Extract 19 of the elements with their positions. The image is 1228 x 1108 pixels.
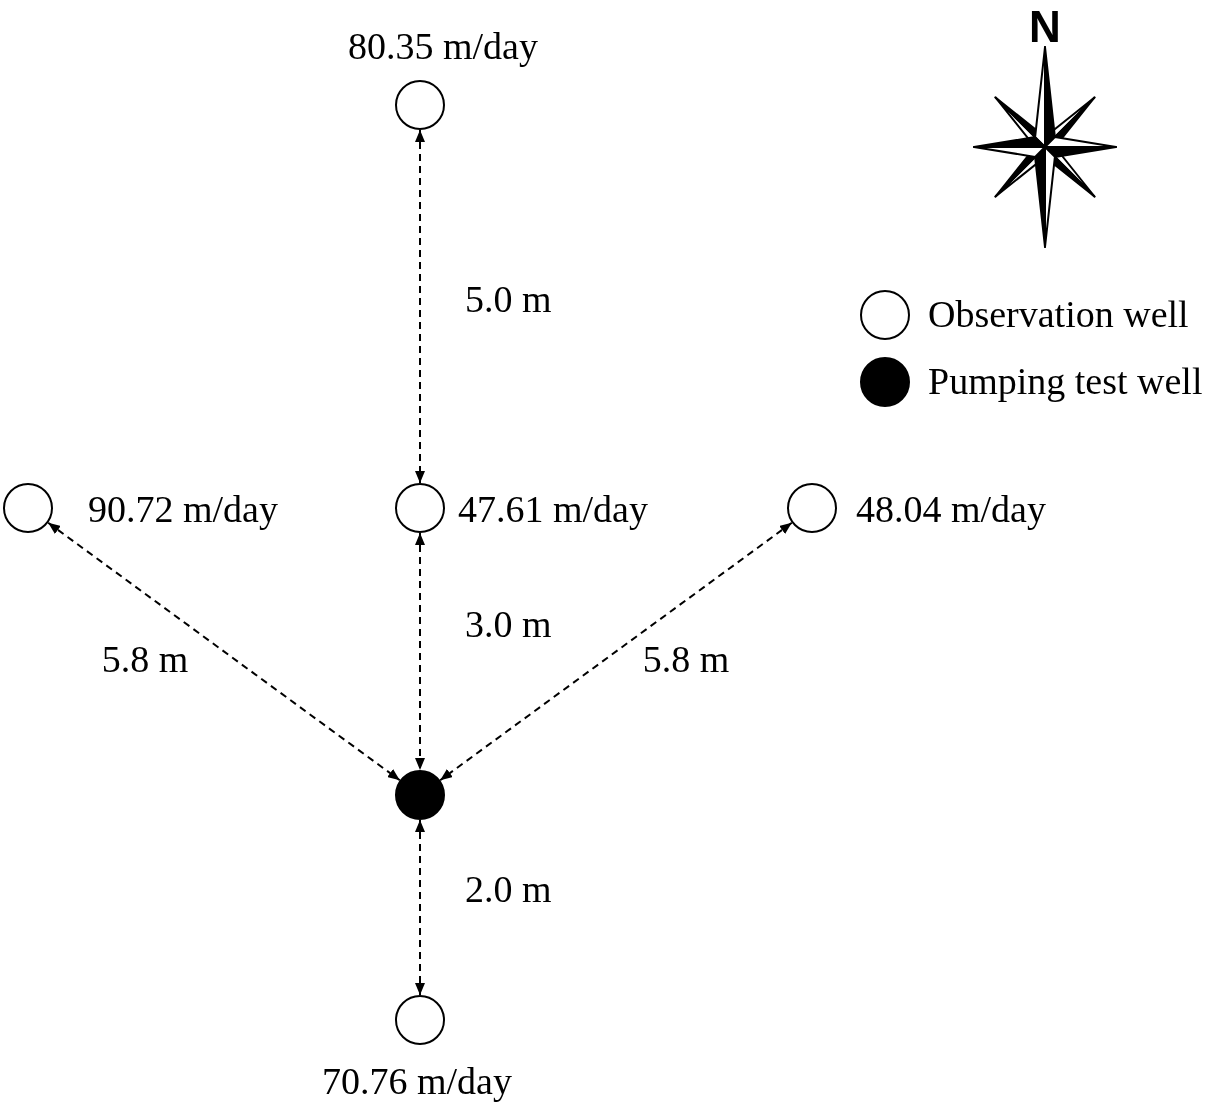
well-circle <box>395 483 445 533</box>
well-circle <box>3 483 53 533</box>
value-label: 47.61 m/day <box>458 489 648 531</box>
north-letter: N <box>1029 7 1061 47</box>
legend-label: Pumping test well <box>928 361 1203 403</box>
legend-label: Observation well <box>928 294 1189 336</box>
double-arrow <box>47 521 401 782</box>
value-label: 70.76 m/day <box>322 1061 512 1103</box>
double-arrow <box>415 532 425 771</box>
value-label: 90.72 m/day <box>88 489 278 531</box>
well-circle <box>395 770 445 820</box>
well-circle <box>395 80 445 130</box>
well-circle <box>395 995 445 1045</box>
well-circle <box>787 483 837 533</box>
value-label: 48.04 m/day <box>856 489 1046 531</box>
value-label: 80.35 m/day <box>348 26 538 68</box>
double-arrow <box>415 129 425 484</box>
double-arrow <box>415 819 425 996</box>
double-arrow <box>439 521 793 782</box>
